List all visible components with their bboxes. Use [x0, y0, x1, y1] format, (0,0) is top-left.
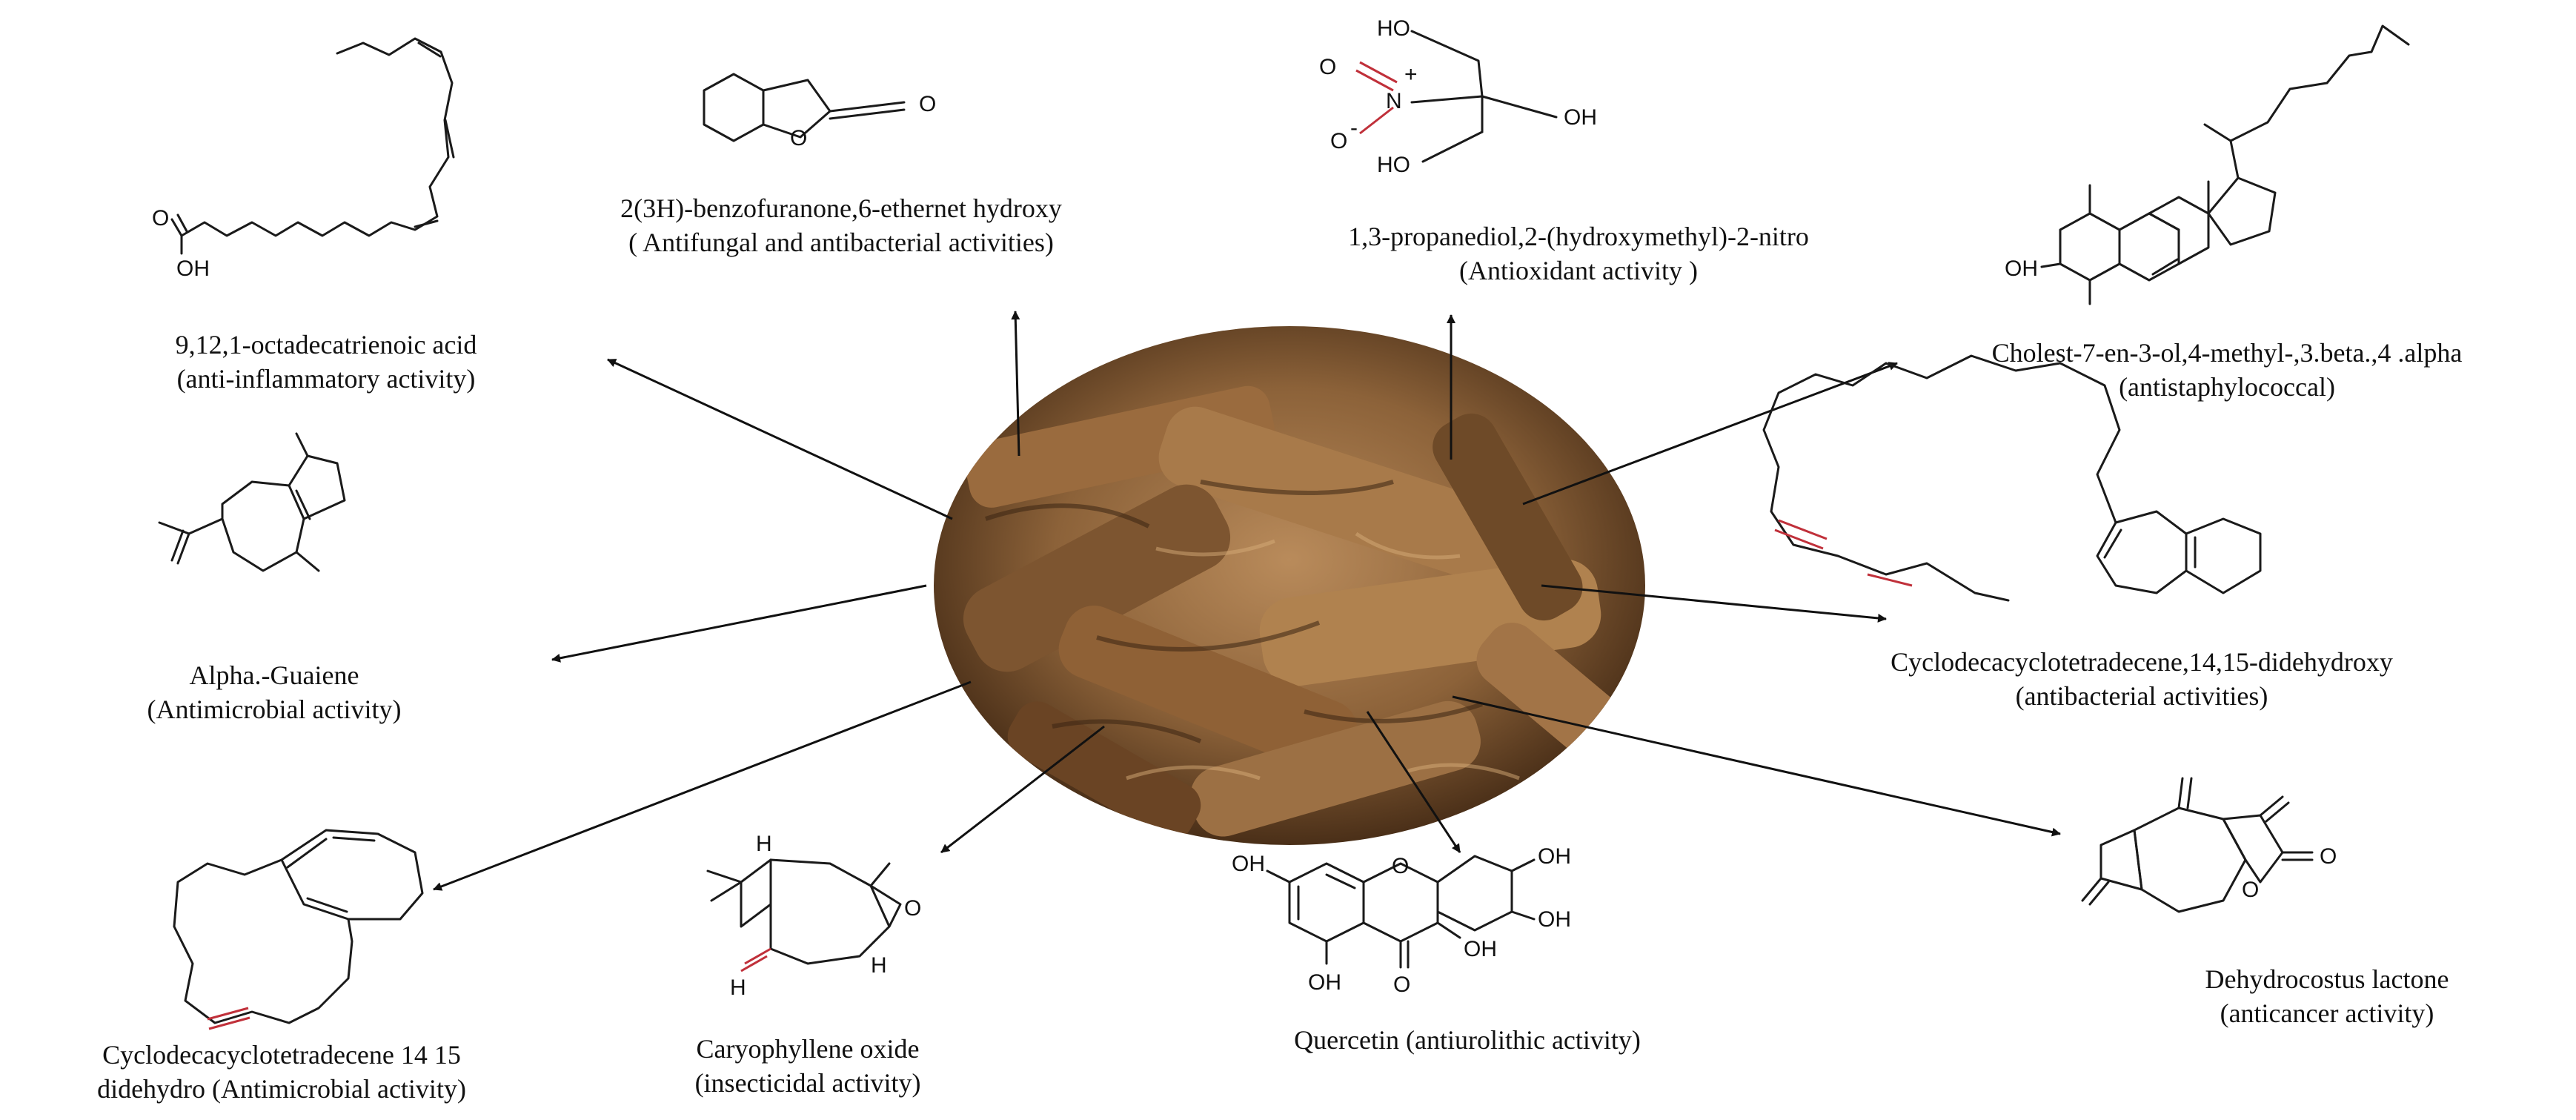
atom-label: O	[1393, 972, 1410, 997]
atom-label: H	[871, 953, 887, 978]
atom-label: O	[919, 92, 936, 116]
propanediol-structure: HO O N + O - OH HO	[1319, 16, 1597, 177]
atom-label: H	[730, 975, 746, 1000]
compound-name: Cyclodecacyclotetradecene 14 15	[102, 1040, 461, 1070]
compound-activity: didehydro (Antimicrobial activity)	[97, 1074, 466, 1104]
atom-label: OH	[1232, 852, 1265, 876]
compound-name: Cholest-7-en-3-ol,4-methyl-,3.beta.,4 .a…	[1991, 338, 2463, 368]
compound-name: 1,3-propanediol,2-(hydroxymethyl)-2-nitr…	[1348, 222, 1809, 251]
atom-label: O	[790, 126, 807, 150]
atom-label: OH	[1538, 844, 1571, 869]
benzofuranone-structure: O O	[703, 73, 936, 150]
atom-label: HO	[1377, 16, 1410, 41]
caption-guaiene: Alpha.-Guaiene (Antimicrobial activity)	[44, 658, 504, 726]
atom-label: HO	[1377, 153, 1410, 177]
caryophyllene-structure: H O H H	[706, 832, 921, 1000]
compound-name: 2(3H)-benzofuranone,6-ethernet hydroxy	[620, 193, 1062, 223]
compound-activity: (anti-inflammatory activity)	[176, 364, 476, 394]
caption-didehydroxy: Cyclodecacyclotetradecene,14,15-didehydr…	[1779, 645, 2505, 713]
compound-activity: (antistaphylococcal)	[2119, 372, 2335, 402]
atom-label: N	[1386, 89, 1402, 113]
guaiene-structure	[158, 432, 346, 572]
compound-activity: (insecticidal activity)	[694, 1068, 921, 1098]
atom-label: O	[2242, 878, 2259, 902]
atom-label: +	[1404, 62, 1418, 87]
compound-activity: (Antimicrobial activity)	[147, 695, 402, 724]
atom-label: OH	[176, 256, 210, 281]
atom-label: O	[2320, 844, 2337, 869]
quercetin-structure: OH O OH OH OH OH O	[1232, 844, 1571, 997]
atom-label: OH	[1564, 105, 1597, 130]
atom-label: O	[1330, 129, 1347, 153]
atom-label: OH	[1308, 970, 1341, 995]
compound-activity: ( Antifungal and antibacterial activitie…	[628, 228, 1054, 257]
atom-label: -	[1350, 116, 1358, 140]
compound-name: Cyclodecacyclotetradecene,14,15-didehydr…	[1890, 647, 2393, 677]
compound-name: Caryophyllene oxide	[696, 1034, 920, 1064]
caption-propanediol: 1,3-propanediol,2-(hydroxymethyl)-2-nitr…	[1245, 219, 1912, 288]
compound-activity: (anticancer activity)	[2220, 998, 2434, 1028]
didehydro-structure	[173, 829, 424, 1030]
atom-label: O	[152, 206, 169, 231]
atom-label: OH	[2005, 256, 2038, 281]
atom-label: H	[756, 832, 772, 856]
compound-activity: (Antioxidant activity )	[1459, 256, 1698, 285]
cholestenol-structure: OH	[2005, 24, 2410, 305]
atom-label: O	[904, 896, 921, 921]
atom-label: OH	[1464, 937, 1497, 961]
atom-label: O	[1319, 55, 1336, 79]
compound-name: Quercetin (antiurolithic activity)	[1294, 1025, 1641, 1055]
caption-quercetin: Quercetin (antiurolithic activity)	[1201, 1023, 1734, 1057]
caption-dehydrocostus: Dehydrocostus lactone (anticancer activi…	[2112, 962, 2542, 1030]
didehydroxy-structure	[1762, 354, 2262, 602]
compound-name: 9,12,1-octadecatrienoic acid	[175, 330, 477, 359]
caption-didehydro: Cyclodecacyclotetradecene 14 15 didehydr…	[7, 1038, 556, 1106]
octadecatrienoic-structure: O OH	[152, 37, 455, 281]
arrows	[433, 311, 2061, 891]
caption-cholestenol: Cholest-7-en-3-ol,4-methyl-,3.beta.,4 .a…	[1882, 336, 2572, 404]
atom-label: OH	[1538, 907, 1571, 932]
atom-label: O	[1392, 854, 1409, 878]
dehydrocostus-structure: O O	[2081, 777, 2337, 913]
compound-name: Dehydrocostus lactone	[2205, 964, 2449, 994]
caption-caryophyllene: Caryophyllene oxide (insecticidal activi…	[608, 1032, 1008, 1100]
caption-benzofuranone: 2(3H)-benzofuranone,6-ethernet hydroxy (…	[519, 191, 1163, 259]
compound-activity: (antibacterial activities)	[2015, 681, 2268, 711]
caption-octadecatrienoic: 9,12,1-octadecatrienoic acid (anti-infla…	[7, 328, 645, 396]
compound-name: Alpha.-Guaiene	[189, 660, 359, 690]
